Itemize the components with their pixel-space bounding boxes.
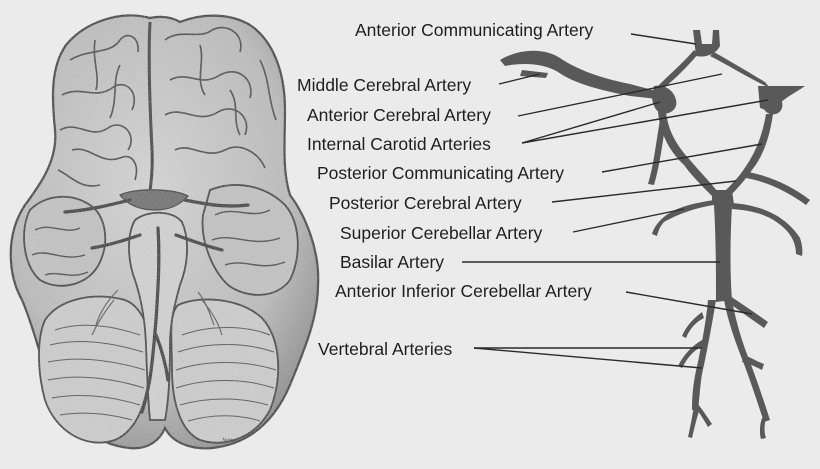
- label-basilar-artery: Basilar Artery: [340, 252, 444, 272]
- label-vertebral-arteries: Vertebral Arteries: [318, 339, 452, 359]
- artery-labels: Anterior Communicating Artery Middle Cer…: [297, 20, 594, 359]
- anterior-cerebral-artery-left: [658, 50, 698, 88]
- label-anterior-cerebral-artery: Anterior Cerebral Artery: [307, 105, 491, 125]
- internal-carotid-artery-left: [652, 85, 677, 114]
- leader-lines: [462, 33, 769, 369]
- anterior-communicating-artery: [693, 30, 720, 57]
- leader-aica: [625, 291, 753, 315]
- basilar-artery: [714, 205, 732, 302]
- vertebral-artery-left: [692, 300, 716, 410]
- posterior-communicating-artery-left: [658, 112, 690, 165]
- superior-cerebellar-artery-right: [732, 203, 803, 256]
- leader-vertebral-2: [473, 347, 703, 369]
- middle-cerebral-artery-left: [500, 50, 666, 100]
- label-superior-cerebellar-artery: Superior Cerebellar Artery: [340, 223, 543, 243]
- internal-carotid-artery-right: [760, 91, 783, 115]
- posterior-cerebral-artery-right: [724, 166, 752, 196]
- label-anterior-communicating-artery: Anterior Communicating Artery: [355, 20, 594, 40]
- anterior-inferior-cerebellar-artery: [728, 296, 768, 328]
- label-middle-cerebral-artery: Middle Cerebral Artery: [297, 75, 471, 95]
- label-internal-carotid-arteries: Internal Carotid Arteries: [307, 134, 491, 154]
- circle-of-willis-schematic: [500, 30, 810, 439]
- leader-ica-1: [521, 101, 661, 144]
- leader-pcomm: [601, 143, 763, 173]
- label-posterior-cerebral-artery: Posterior Cerebral Artery: [329, 193, 522, 213]
- brain-illustration: Netter: [9, 14, 320, 450]
- leader-mca: [498, 73, 541, 85]
- leader-acomm: [630, 33, 697, 45]
- artist-signature: Netter: [221, 438, 238, 444]
- leader-aca: [517, 73, 723, 117]
- label-anterior-inferior-cerebellar-artery: Anterior Inferior Cerebellar Artery: [335, 281, 592, 301]
- label-posterior-communicating-artery: Posterior Communicating Artery: [317, 163, 564, 183]
- leader-ica-2: [521, 99, 769, 144]
- posterior-cerebral-artery-left: [684, 160, 718, 196]
- superior-cerebellar-artery-left: [652, 200, 714, 236]
- leader-sca: [572, 208, 685, 233]
- leader-pca: [551, 180, 737, 203]
- posterior-communicating-artery-right: [746, 114, 773, 170]
- anterior-cerebral-artery-right: [710, 52, 770, 88]
